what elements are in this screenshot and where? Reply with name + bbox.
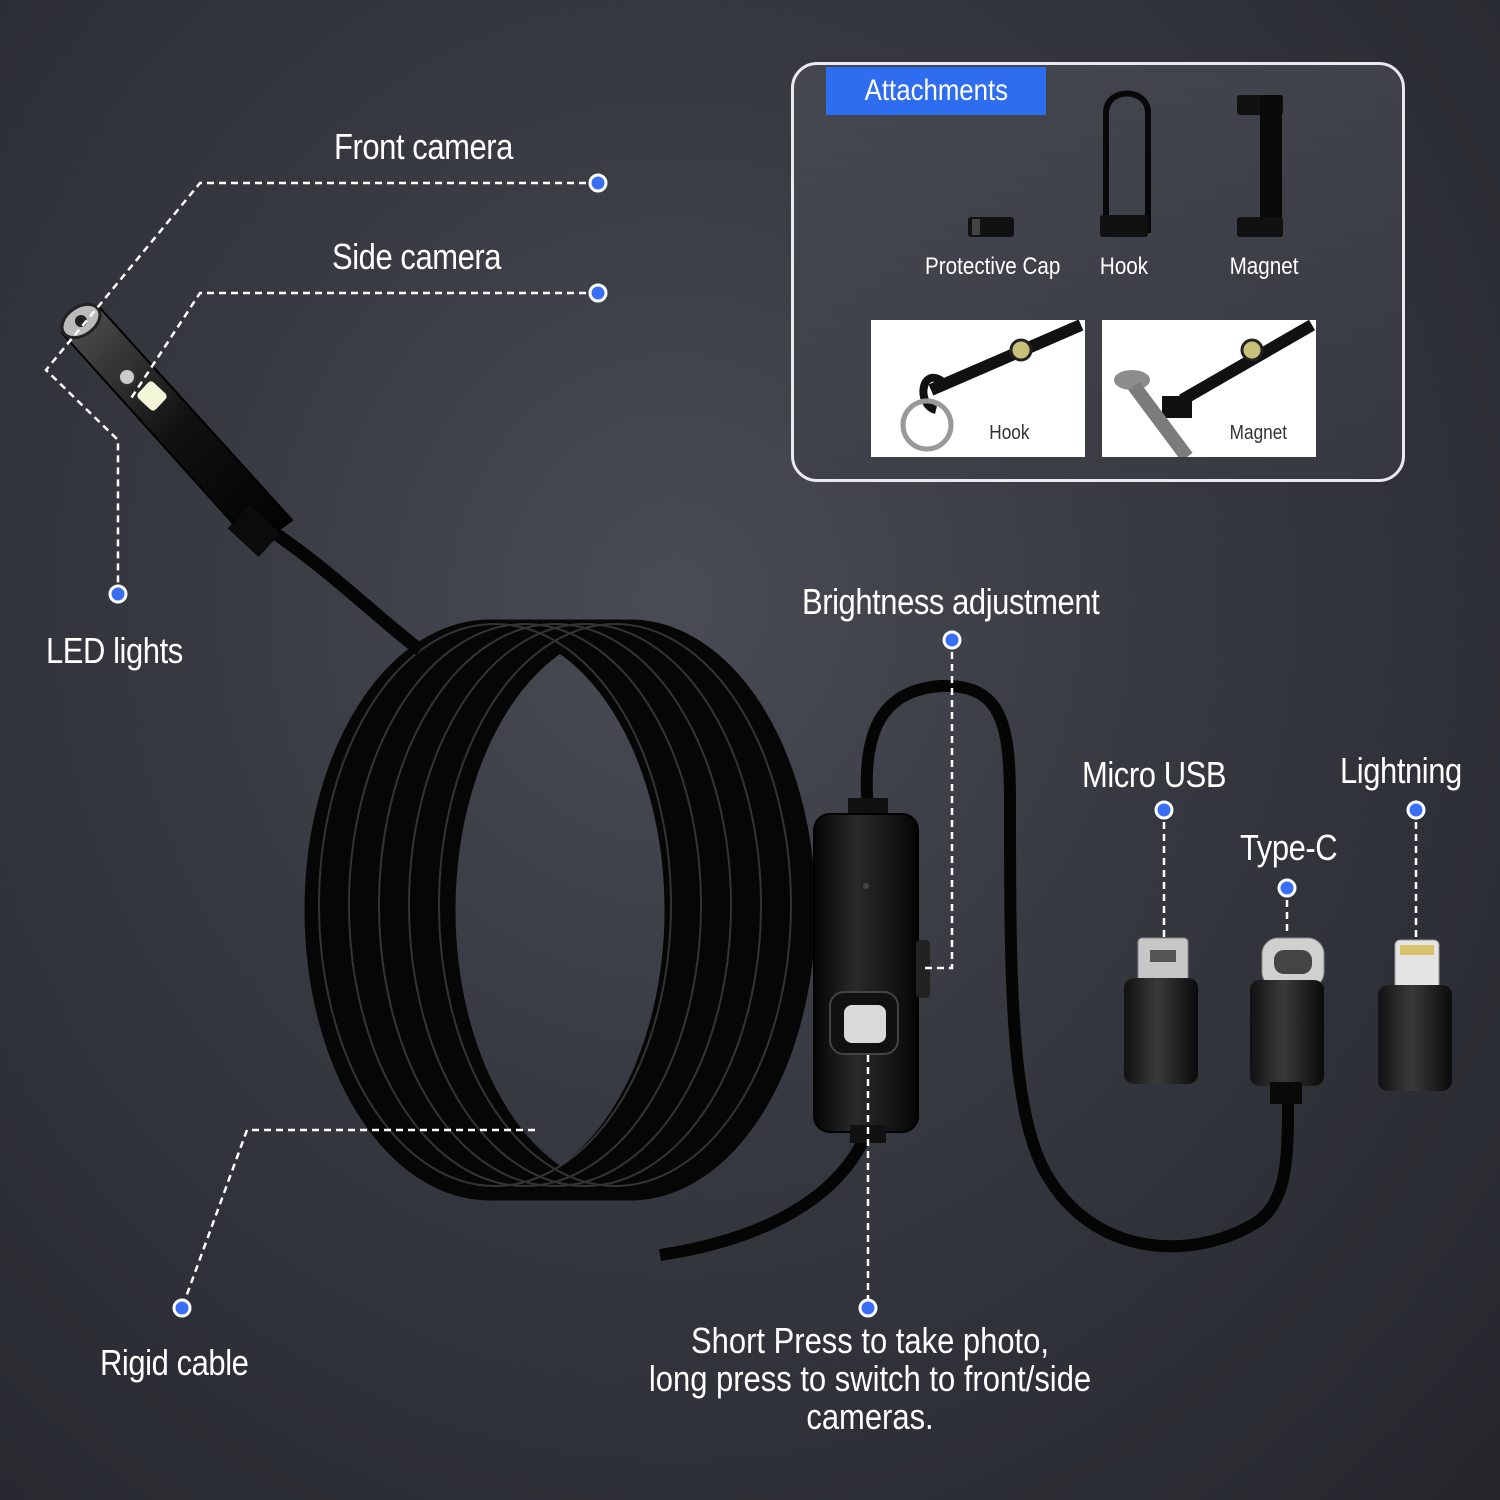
callout-dots	[108, 173, 1426, 1318]
label-lightning: Lightning	[1340, 750, 1462, 791]
attachment-label-cap: Protective Cap	[925, 253, 1061, 280]
leader-lines	[44, 181, 1418, 1309]
dot-led-lights	[108, 584, 128, 604]
label-side-camera: Side camera	[332, 236, 502, 277]
cable-coil	[304, 619, 816, 1201]
dot-rigid-cable	[172, 1298, 192, 1318]
micro-usb-adapter	[1124, 937, 1198, 1084]
lightning-adapter	[1378, 939, 1452, 1091]
dot-type-c	[1277, 878, 1297, 898]
probe-cable	[266, 524, 424, 656]
label-rigid-cable: Rigid cable	[100, 1342, 249, 1383]
button-instructions-line2: long press to switch to front/side	[648, 1358, 1092, 1399]
dot-brightness	[942, 630, 962, 650]
label-type-c: Type-C	[1240, 827, 1338, 868]
hook-icon	[1100, 90, 1151, 237]
label-led-lights: LED lights	[46, 630, 183, 671]
control-box	[813, 798, 930, 1143]
magnet-photo: Magnet	[1102, 320, 1316, 457]
type-c-adapter	[1250, 937, 1325, 1104]
dot-micro-usb	[1154, 800, 1174, 820]
hook-photo-caption: Hook	[989, 422, 1030, 444]
protective-cap-icon	[968, 217, 1014, 237]
attachments-panel: Attachments Protective Cap Hook Magnet H…	[791, 62, 1405, 482]
label-micro-usb: Micro USB	[1082, 754, 1227, 795]
hook-photo: Hook	[871, 320, 1085, 457]
magnet-icon	[1237, 95, 1283, 237]
dot-front-camera	[588, 173, 608, 193]
attachments-title: Attachments	[826, 67, 1046, 115]
output-cable	[659, 1127, 874, 1261]
attachment-label-hook: Hook	[1099, 253, 1149, 280]
camera-probe	[60, 302, 294, 558]
button-instructions-line3: cameras.	[806, 1396, 934, 1437]
dot-lightning	[1406, 800, 1426, 820]
label-button-instructions: Short Press to take photo, long press to…	[560, 1322, 1180, 1436]
dot-button	[858, 1298, 878, 1318]
dot-side-camera	[588, 283, 608, 303]
button-instructions-line1: Short Press to take photo,	[691, 1320, 1049, 1361]
attachment-label-magnet: Magnet	[1229, 253, 1299, 280]
attachment-icons	[968, 90, 1283, 237]
label-brightness: Brightness adjustment	[802, 581, 1100, 622]
label-front-camera: Front camera	[334, 126, 513, 167]
magnet-photo-caption: Magnet	[1229, 422, 1288, 444]
